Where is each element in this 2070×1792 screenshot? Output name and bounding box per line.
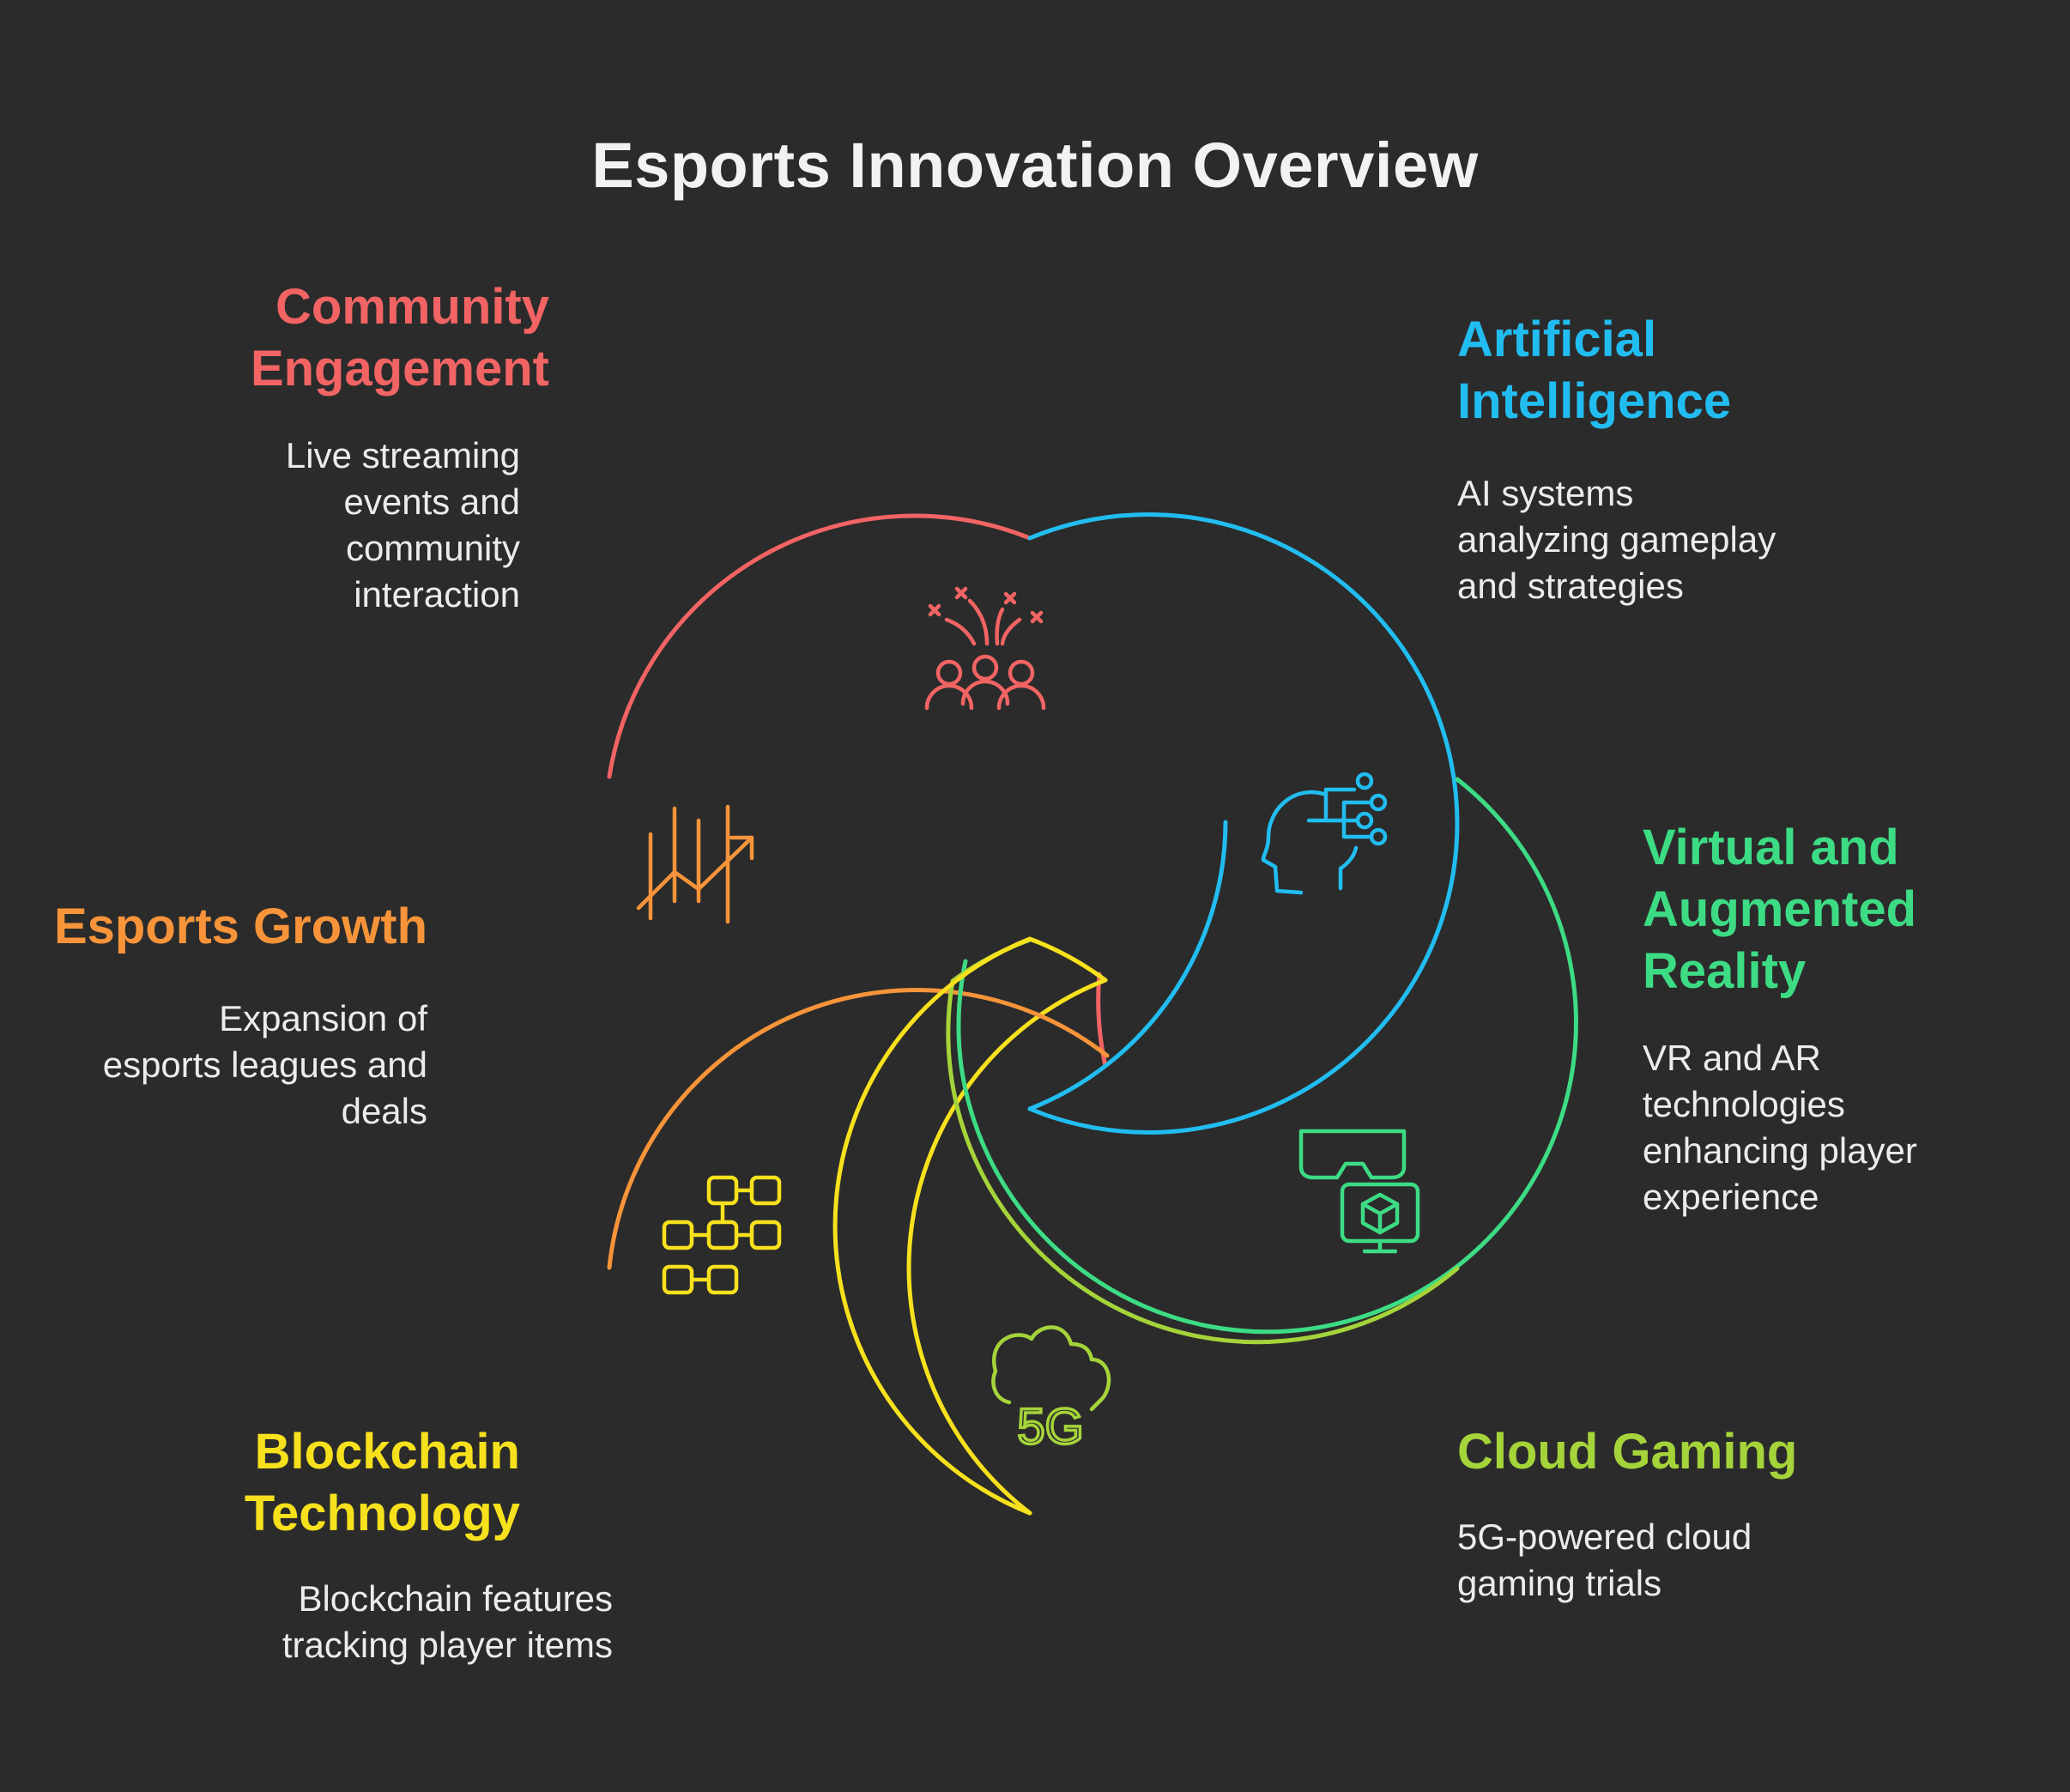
desc-line: Expansion of	[219, 998, 427, 1038]
desc-line: deals	[341, 1091, 427, 1131]
growth-arc	[607, 988, 1110, 1270]
cloud-description: 5G-powered cloud gaming trials	[1457, 1514, 1852, 1607]
heading-line: Community	[275, 279, 549, 335]
heading-line: Artificial	[1457, 312, 1657, 367]
desc-line: technologies	[1643, 1084, 1845, 1124]
ai-arc-inner	[1027, 820, 1228, 1111]
blockchain-blocks-icon	[662, 1175, 782, 1295]
cloud-5g-icon	[991, 1325, 1111, 1412]
vr-arc	[959, 777, 1578, 1335]
growth-description: Expansion of esports leagues and deals	[33, 996, 427, 1135]
heading-line: Blockchain	[254, 1424, 520, 1480]
desc-line: 5G-powered cloud	[1457, 1517, 1752, 1557]
ai-head-circuit-icon	[1261, 772, 1388, 895]
desc-line: VR and AR	[1643, 1038, 1821, 1078]
desc-line: community	[345, 528, 520, 568]
vr-heading: Virtual and Augmented Reality	[1643, 817, 2003, 1002]
ai-heading: Artificial Intelligence	[1457, 309, 1818, 433]
vr-arc-inner	[956, 959, 968, 1069]
desc-line: analyzing gameplay	[1457, 519, 1776, 560]
desc-line: and strategies	[1457, 566, 1684, 606]
heading-line: Intelligence	[1457, 373, 1732, 429]
heading-line: Cloud Gaming	[1457, 1424, 1798, 1480]
desc-line: experience	[1643, 1177, 1819, 1217]
desc-line: Blockchain features	[298, 1578, 613, 1619]
crowd-celebration-icon	[924, 586, 1046, 711]
community-description: Live streaming events and community inte…	[211, 433, 520, 618]
cloud-5g-label: 5G	[1017, 1399, 1083, 1455]
blockchain-heading: Blockchain Technology	[177, 1421, 520, 1545]
desc-line: gaming trials	[1457, 1563, 1662, 1603]
cloud-heading: Cloud Gaming	[1457, 1421, 1852, 1483]
cloud-arc	[946, 978, 1460, 1345]
ai-arc	[1027, 512, 1460, 1135]
growth-heading: Esports Growth	[33, 896, 427, 958]
blockchain-arc-top	[1027, 936, 1108, 983]
heading-line: Reality	[1643, 943, 1807, 999]
vr-headset-cube-icon	[1298, 1129, 1420, 1254]
blockchain-description: Blockchain features tracking player item…	[166, 1576, 613, 1668]
heading-line: Virtual and	[1643, 820, 1899, 875]
heading-line: Technology	[244, 1486, 520, 1541]
desc-line: events and	[343, 481, 521, 522]
blockchain-arc	[906, 978, 1108, 1516]
ai-description: AI systems analyzing gameplay and strate…	[1457, 470, 1852, 609]
desc-line: enhancing player	[1643, 1130, 1917, 1171]
desc-line: tracking player items	[281, 1625, 613, 1665]
heading-line: Augmented	[1643, 881, 1916, 937]
growth-chart-icon	[636, 804, 754, 924]
desc-line: AI systems	[1457, 473, 1634, 513]
community-heading: Community Engagement	[240, 276, 549, 400]
vr-description: VR and AR technologies enhancing player …	[1643, 1035, 2003, 1220]
community-arc	[607, 513, 1032, 779]
desc-line: esports leagues and	[102, 1044, 427, 1085]
desc-line: interaction	[354, 574, 520, 614]
heading-line: Esports Growth	[53, 899, 427, 954]
page-title: Esports Innovation Overview	[591, 130, 1479, 201]
heading-line: Engagement	[250, 341, 549, 397]
blockchain-arc-outer	[832, 936, 1032, 1516]
desc-line: Live streaming	[285, 435, 520, 475]
